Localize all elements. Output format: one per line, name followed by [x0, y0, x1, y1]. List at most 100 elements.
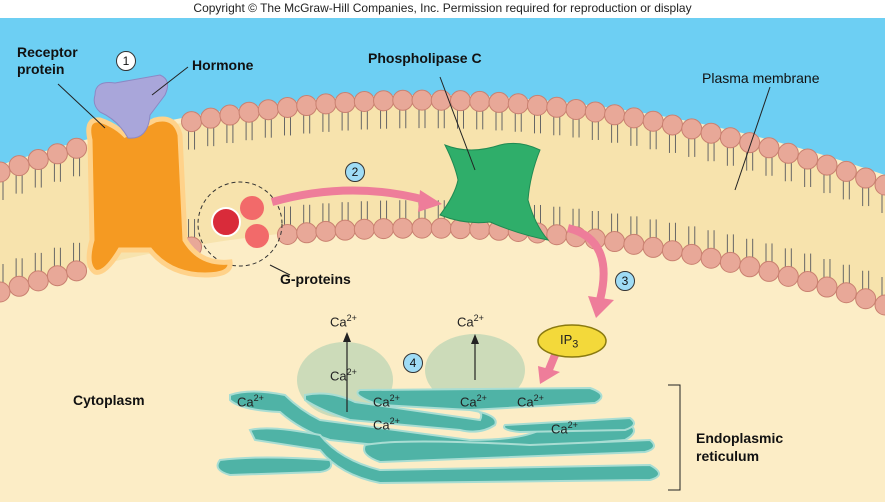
- lipid-head: [373, 90, 395, 112]
- copyright-notice: Copyright © The McGraw-Hill Companies, I…: [193, 1, 692, 15]
- calcium-symbol: Ca: [517, 394, 534, 410]
- lipid-head: [392, 89, 414, 111]
- lipid-head: [276, 96, 298, 118]
- calcium-ion-label: Ca2+: [330, 313, 357, 329]
- lipid-head: [816, 276, 838, 298]
- calcium-charge: 2+: [473, 313, 484, 323]
- calcium-symbol: Ca: [373, 417, 390, 433]
- calcium-charge: 2+: [567, 420, 578, 430]
- lipid-head: [797, 148, 819, 170]
- calcium-ion-label: Ca2+: [457, 313, 484, 329]
- leader-lines: [57, 66, 771, 491]
- lipid-head: [855, 167, 877, 189]
- lipid-head: [334, 219, 356, 241]
- lipid-head: [488, 91, 510, 113]
- lipid-head: [623, 107, 645, 129]
- calcium-symbol: Ca: [237, 394, 254, 410]
- lipid-head: [661, 240, 683, 262]
- calcium-symbol: Ca: [330, 368, 347, 384]
- calcium-symbol: Ca: [330, 314, 347, 330]
- lipid-head: [719, 251, 741, 273]
- lipid-head: [46, 143, 68, 165]
- lipid-head: [200, 107, 222, 129]
- extracellular-space: [0, 18, 885, 175]
- lipid-head: [296, 95, 318, 117]
- lipid-head: [604, 104, 626, 126]
- lipid-head: [411, 89, 433, 111]
- calcium-charge: 2+: [389, 416, 400, 426]
- lipid-head: [334, 92, 356, 114]
- arrow-step3-head: [588, 296, 614, 318]
- calcium-symbol: Ca: [457, 314, 474, 330]
- lipid-head: [604, 231, 626, 253]
- arrow-step2-head: [418, 190, 442, 212]
- lipid-head: [27, 270, 49, 292]
- ip3-molecule: [537, 324, 607, 358]
- lipid-head: [758, 137, 780, 159]
- arrow-ip3-head: [538, 366, 560, 384]
- step-2-marker: 2: [345, 162, 365, 182]
- lipid-head: [353, 90, 375, 112]
- lipid-head: [623, 233, 645, 255]
- lipid-head: [257, 99, 279, 121]
- ip3-text: IP: [560, 332, 573, 347]
- lipid-head: [777, 265, 799, 287]
- lipid-head: [46, 265, 68, 287]
- label-phospholipase-c: Phospholipase C: [368, 50, 482, 66]
- calcium-charge: 2+: [389, 393, 400, 403]
- lipid-head: [315, 220, 337, 242]
- calcium-charge: 2+: [346, 313, 357, 323]
- lipid-head: [584, 101, 606, 123]
- calcium-ion-label: Ca2+: [330, 367, 357, 383]
- step-1-marker: 1: [116, 51, 136, 71]
- lipid-head: [700, 247, 722, 269]
- arrow-head: [343, 332, 351, 342]
- membrane-core: [0, 99, 885, 305]
- calcium-charge: 2+: [533, 393, 544, 403]
- lipid-head: [874, 294, 885, 316]
- lipid-head: [27, 149, 49, 171]
- lipid-head: [66, 137, 88, 159]
- lipid-head: [661, 114, 683, 136]
- calcium-ion-label: Ca2+: [460, 393, 487, 409]
- g-protein-alpha: [211, 207, 241, 237]
- lipid-head: [430, 217, 452, 239]
- calcium-charge: 2+: [476, 393, 487, 403]
- lipid-head: [546, 96, 568, 118]
- lipid-head: [219, 104, 241, 126]
- calcium-symbol: Ca: [373, 394, 390, 410]
- endoplasmic-reticulum: [216, 386, 660, 485]
- calcium-symbol: Ca: [460, 394, 477, 410]
- lipid-head: [797, 271, 819, 293]
- lipid-head: [353, 218, 375, 240]
- arrow-step3: [566, 224, 608, 301]
- calcium-ion-label: Ca2+: [373, 393, 400, 409]
- lipid-head: [8, 275, 30, 297]
- lipid-head: [507, 93, 529, 115]
- lipid-head: [835, 160, 857, 182]
- calcium-ion-label: Ca2+: [237, 393, 264, 409]
- step-3-marker: 3: [615, 271, 635, 291]
- lipid-head: [642, 110, 664, 132]
- calcium-symbol: Ca: [551, 421, 568, 437]
- lipid-head: [0, 161, 11, 183]
- ip3-label: IP3: [560, 332, 578, 351]
- calcium-ion-label: Ca2+: [373, 416, 400, 432]
- calcium-charge: 2+: [253, 393, 264, 403]
- g-protein-gamma: [245, 224, 269, 248]
- arrow-head: [471, 334, 479, 344]
- label-cytoplasm: Cytoplasm: [73, 392, 145, 408]
- g-protein-beta: [240, 196, 264, 220]
- lipid-head: [642, 236, 664, 258]
- lipid-head: [181, 111, 203, 133]
- lipid-head: [777, 142, 799, 164]
- lipid-head: [411, 217, 433, 239]
- lipid-head: [700, 122, 722, 144]
- lipid-head: [8, 155, 30, 177]
- lipid-head: [0, 281, 11, 303]
- label-g-proteins: G-proteins: [280, 271, 351, 287]
- lipid-head: [874, 174, 885, 196]
- lipid-head: [373, 218, 395, 240]
- lipid-head: [739, 132, 761, 154]
